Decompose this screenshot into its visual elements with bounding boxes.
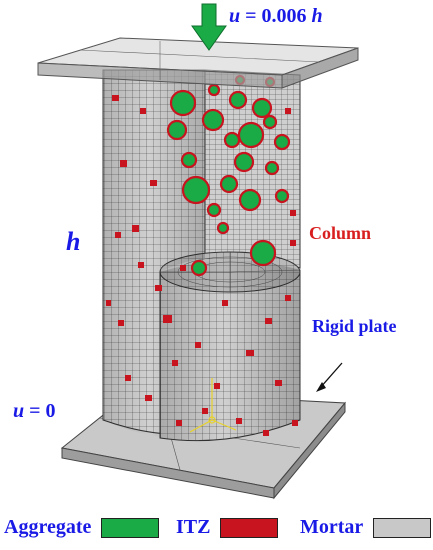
support-label: u = 0 — [13, 400, 56, 422]
column-lower-cylinder — [159, 251, 301, 442]
legend-item-aggregate: Aggregate — [4, 516, 160, 539]
load-arrow-icon — [191, 3, 227, 51]
legend-item-itz: ITZ — [176, 516, 279, 539]
legend-swatch-aggregate — [101, 517, 160, 538]
height-label: h — [66, 227, 81, 256]
support-arrow-icon — [316, 362, 343, 392]
rigid-plate-label: Rigid plate — [312, 316, 397, 336]
legend-swatch-mortar — [373, 517, 432, 538]
legend-item-mortar: Mortar — [300, 516, 432, 539]
column-label: Column — [309, 223, 372, 243]
itz-elements — [106, 95, 298, 436]
legend-label: ITZ — [176, 516, 211, 538]
legend-label: Aggregate — [4, 516, 92, 538]
top-rigid-plate — [37, 37, 359, 89]
legend-swatch-itz — [220, 517, 279, 538]
load-label: u = 0.006 h — [229, 5, 323, 27]
legend-label: Mortar — [300, 516, 364, 538]
legend: Aggregate ITZ Mortar — [0, 508, 433, 548]
axis-triad-icon — [189, 378, 237, 433]
